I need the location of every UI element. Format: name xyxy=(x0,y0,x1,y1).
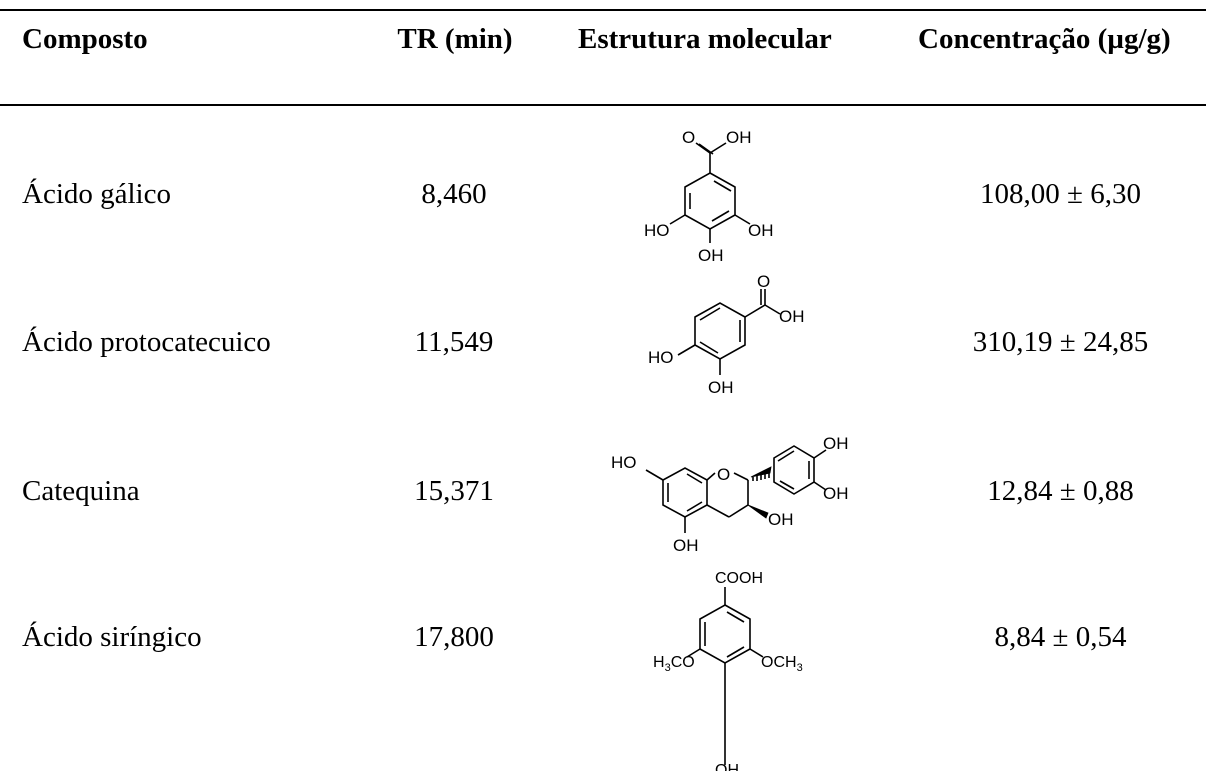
protocatechuic-label-oh: OH xyxy=(779,307,805,326)
row-3-compound: Catequina xyxy=(22,475,140,507)
syringic-label-cooh: COOH xyxy=(715,570,763,587)
row-4-compound: Ácido siríngico xyxy=(22,621,202,653)
protocatechuic-acid-structure: O OH HO OH xyxy=(648,272,805,397)
gallic-label-oh-right: OH xyxy=(748,221,774,240)
catechin-label-o: O xyxy=(717,465,730,484)
header-retention-time: TR (min) xyxy=(397,23,513,55)
header-structure: Estrutura molecular xyxy=(578,23,832,55)
row-2-retention-time: 11,549 xyxy=(414,326,494,358)
row-2-compound: Ácido protocatecuico xyxy=(22,326,271,358)
syringic-label-och3-och: OCH xyxy=(761,654,797,671)
syringic-label-och3-3: 3 xyxy=(797,662,803,674)
syringic-label-h3co: H3CO xyxy=(653,654,695,674)
row-3-retention-time: 15,371 xyxy=(414,475,494,507)
catechin-label-oh-mid: OH xyxy=(768,510,794,529)
gallic-label-o: O xyxy=(682,128,695,147)
syringic-label-h3co-3: 3 xyxy=(665,662,671,674)
gallic-label-ho: HO xyxy=(644,221,670,240)
catechin-label-oh-bottom: OH xyxy=(673,536,699,555)
catechin-label-oh-right: OH xyxy=(823,484,849,503)
row-1-concentration: 108,00 ± 6,30 xyxy=(980,178,1141,210)
row-4-retention-time: 17,800 xyxy=(414,621,494,653)
gallic-acid-structure: O OH HO OH OH xyxy=(644,128,774,265)
catechin-structure: HO O OH OH OH OH xyxy=(611,434,849,555)
row-4-concentration: 8,84 ± 0,54 xyxy=(994,621,1127,653)
catechin-label-oh-top: OH xyxy=(823,434,849,453)
row-1-retention-time: 8,460 xyxy=(421,178,487,210)
gallic-label-oh-top: OH xyxy=(726,128,752,147)
row-1-compound: Ácido gálico xyxy=(22,178,171,210)
header-concentration: Concentração (µg/g) xyxy=(918,23,1171,55)
syringic-label-h3co-h: H xyxy=(653,654,665,671)
syringic-label-oh-bottom: OH xyxy=(715,762,739,771)
protocatechuic-label-ho: HO xyxy=(648,348,674,367)
syringic-label-h3co-co: CO xyxy=(671,654,695,671)
syringic-acid-structure: COOH H3CO OCH3 OH xyxy=(653,570,803,771)
syringic-label-och3: OCH3 xyxy=(761,654,803,674)
protocatechuic-label-oh-bottom: OH xyxy=(708,378,734,397)
row-2-concentration: 310,19 ± 24,85 xyxy=(972,326,1149,358)
protocatechuic-label-o: O xyxy=(757,272,770,291)
catechin-label-ho: HO xyxy=(611,453,637,472)
header-compound: Composto xyxy=(22,23,148,55)
gallic-label-oh-bottom: OH xyxy=(698,246,724,265)
row-3-concentration: 12,84 ± 0,88 xyxy=(987,475,1134,507)
table-top-rule xyxy=(0,9,1206,11)
table-header-rule xyxy=(0,104,1206,106)
